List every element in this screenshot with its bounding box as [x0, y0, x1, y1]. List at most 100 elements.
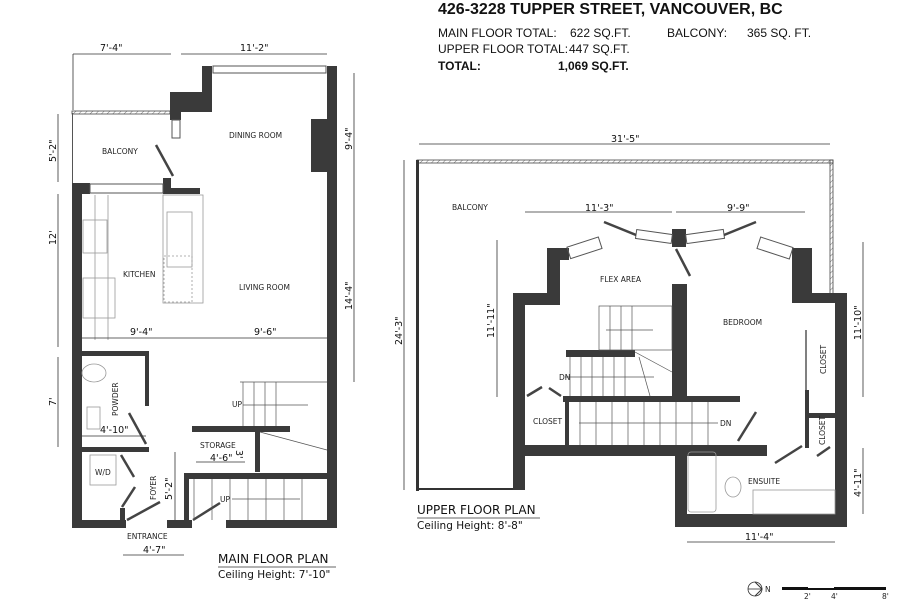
stove-icon — [82, 219, 108, 254]
room-label-foyer: FOYER — [149, 476, 158, 500]
balcony-door[interactable] — [723, 220, 757, 237]
dim-right-living: 14'-4" — [344, 281, 355, 310]
dim-entrance-width: 4'-7" — [143, 545, 166, 556]
upper-floor-dimensions — [403, 143, 864, 543]
dishwasher-icon — [163, 255, 193, 303]
dim-foyer-depth: 5'-2" — [164, 478, 175, 501]
room-label-dining: DINING ROOM — [229, 131, 282, 140]
dining-window — [212, 65, 327, 74]
room-label-closet: CLOSET — [819, 344, 828, 374]
flex-window — [566, 236, 603, 260]
powder-door[interactable] — [127, 412, 148, 445]
upper-stairs — [565, 305, 718, 445]
dim-ensuite-depth: 4'-11" — [853, 468, 864, 497]
dim-bedroom-depth: 11'-10" — [853, 305, 864, 340]
dim-right-dining: 9'-4" — [344, 128, 355, 151]
room-label-flex-area: FLEX AREA — [600, 275, 642, 284]
balcony-door[interactable] — [603, 220, 637, 237]
stair-up-label: UP — [232, 400, 242, 409]
main-stairs — [193, 381, 328, 520]
upper-floor-total-value: 447 SQ.FT. — [569, 42, 630, 56]
sink-icon — [166, 211, 193, 268]
dim-flex-width: 11'-3" — [585, 203, 614, 214]
stair-down-label: DN — [559, 373, 570, 382]
closet-door[interactable] — [526, 385, 543, 398]
room-label-powder: POWDER — [111, 382, 120, 416]
room-label-balcony: BALCONY — [102, 147, 138, 156]
closet-door[interactable] — [548, 386, 562, 398]
dim-left-powder: 7' — [48, 397, 59, 406]
balcony-window — [171, 119, 181, 139]
dim-powder-width: 4'-10" — [100, 425, 129, 436]
dim-kitchen-width: 9'-4" — [130, 327, 153, 338]
balcony-railing — [416, 159, 834, 164]
dim-ensuite-width: 11'-4" — [745, 532, 774, 543]
dim-flex-depth: 11'-11" — [486, 303, 497, 338]
balcony-door[interactable] — [154, 144, 175, 177]
balcony-railing — [71, 110, 171, 115]
dim-living-width: 9'-6" — [254, 327, 277, 338]
flex-window — [634, 228, 673, 245]
room-label-closet: CLOSET — [818, 415, 827, 445]
dim-overall-width: 31'-5" — [611, 134, 640, 145]
closet-door[interactable] — [774, 444, 803, 465]
kitchen-fixtures — [82, 194, 204, 340]
closet-door[interactable] — [816, 445, 831, 458]
upper-floor-title: UPPER FLOOR PLAN — [417, 503, 536, 517]
scale-tick: 4' — [831, 592, 838, 601]
main-floor-ceiling-height: Ceiling Height: 7'-10" — [218, 569, 330, 581]
main-floor-plan: BALCONY DINING ROOM KITCHEN LIVING ROOM … — [48, 43, 355, 581]
property-address: 426-3228 TUPPER STREET, VANCOUVER, BC — [438, 1, 783, 18]
entrance-door[interactable] — [126, 500, 161, 522]
stair-up-label: UP — [220, 495, 230, 504]
north-arrow-icon — [747, 581, 763, 597]
toilet-icon — [81, 363, 107, 383]
room-label-closet: CLOSET — [533, 417, 563, 426]
balcony-railing — [829, 159, 834, 297]
upper-floor-plan: BALCONY FLEX AREA BEDROOM CLOSET CLOSET … — [394, 134, 864, 543]
scale-bar: 2' 4' 8' — [782, 587, 889, 601]
bedroom-window — [756, 236, 794, 260]
room-label-wd: W/D — [95, 468, 111, 477]
kitchen-island — [162, 194, 204, 304]
sink-icon — [86, 406, 101, 430]
laundry-door-bottom[interactable] — [120, 486, 137, 508]
dim-top-right: 11'-2" — [240, 43, 269, 54]
total-value: 1,069 SQ.FT. — [558, 59, 629, 73]
bedroom-door[interactable] — [674, 248, 692, 277]
ensuite-door[interactable] — [736, 411, 758, 442]
kitchen-window — [89, 183, 164, 194]
upper-floor-total-label: UPPER FLOOR TOTAL: — [438, 42, 568, 56]
main-floor-title: MAIN FLOOR PLAN — [218, 552, 328, 566]
main-floor-dimensions — [57, 53, 355, 556]
dim-storage-width: 4'-6" — [210, 453, 233, 464]
stair-door[interactable] — [192, 501, 221, 522]
upper-floor-walls — [513, 229, 847, 527]
washer-dryer-icon — [89, 454, 117, 486]
balcony-total-value: 365 SQ. FT. — [747, 26, 811, 40]
room-label-living: LIVING ROOM — [239, 283, 290, 292]
room-label-entrance: ENTRANCE — [127, 532, 168, 541]
fridge-icon — [82, 277, 116, 319]
legend: N 2' 4' 8' — [747, 581, 889, 601]
bathtub-icon — [687, 451, 717, 513]
laundry-door-top[interactable] — [119, 454, 136, 478]
room-label-balcony: BALCONY — [452, 203, 488, 212]
scale-tick: 2' — [804, 592, 811, 601]
total-label: TOTAL: — [438, 59, 481, 73]
dim-bedroom-width: 9'-9" — [727, 203, 750, 214]
main-floor-total-label: MAIN FLOOR TOTAL: — [438, 26, 557, 40]
room-label-ensuite: ENSUITE — [748, 477, 780, 486]
balcony-total-label: BALCONY: — [667, 26, 727, 40]
upper-floor-ceiling-height: Ceiling Height: 8'-8" — [417, 520, 523, 532]
stair-down-label: DN — [720, 419, 731, 428]
main-floor-total-value: 622 SQ.FT. — [570, 26, 631, 40]
dim-left-kitchen: 12' — [48, 230, 59, 245]
vanity-icon — [752, 489, 836, 515]
north-label: N — [765, 585, 771, 594]
dim-left-balcony: 5'-2" — [48, 140, 59, 163]
header: 426-3228 TUPPER STREET, VANCOUVER, BC MA… — [438, 1, 811, 73]
dim-overall-depth: 24'-3" — [394, 316, 405, 345]
toilet-icon — [724, 476, 742, 498]
